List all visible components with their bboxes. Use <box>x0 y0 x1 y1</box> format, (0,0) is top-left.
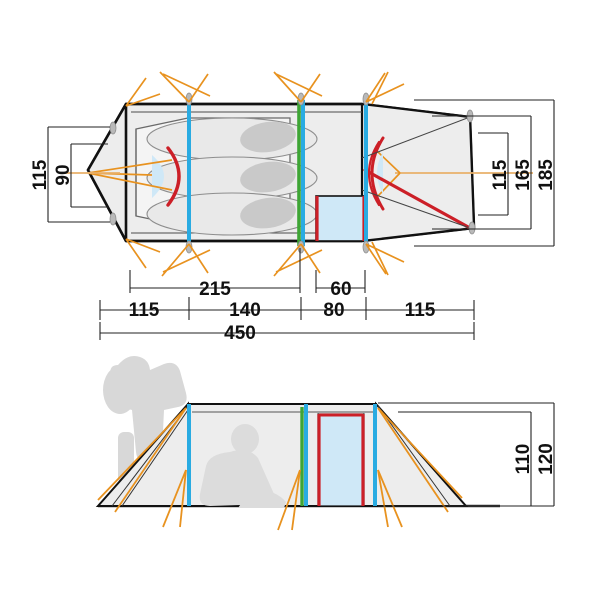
corner-guylines-group <box>125 71 405 277</box>
guyline <box>87 172 173 191</box>
dim-inner-height-label: 110 <box>513 444 534 475</box>
dim-total-label: 450 <box>224 323 256 344</box>
living-area-door <box>315 195 366 242</box>
guyline-pair <box>125 77 161 107</box>
elevation-guylines-group <box>97 407 463 531</box>
dim-row-total-group <box>99 322 475 340</box>
dim-60-label: 60 <box>330 279 351 300</box>
dim-215-label: 215 <box>199 279 231 300</box>
guyline-pair <box>161 243 211 277</box>
elevation-door-panel <box>317 413 365 507</box>
dim-left-inner-label: 90 <box>53 164 74 185</box>
guyline <box>291 469 301 531</box>
guyline-pair <box>159 71 211 103</box>
dim-row-secondary-group <box>129 248 366 293</box>
door-panel <box>315 195 366 242</box>
rear-door-panel <box>377 152 383 194</box>
guyline-pair <box>365 71 405 105</box>
dim-right-outer-label: 185 <box>536 159 557 191</box>
dim-outer-height-label: 120 <box>536 443 557 475</box>
dim-left-outer-label: 115 <box>30 159 51 190</box>
pillow <box>240 197 296 229</box>
pillow <box>240 161 296 193</box>
elevation-view: 110 120 <box>95 356 557 531</box>
dim-chain-4-label: 115 <box>405 300 436 321</box>
dim-chain-3-label: 80 <box>323 300 344 321</box>
guyline <box>114 407 187 513</box>
pillow <box>240 121 296 153</box>
dim-chain-1-label: 115 <box>129 300 160 321</box>
seated-person-silhouette <box>199 424 286 508</box>
elevation-front-fly-fold-2 <box>121 406 191 507</box>
guyline <box>87 159 173 174</box>
guyline <box>97 407 187 501</box>
dim-row-chain-group <box>99 297 475 320</box>
floor-plan-view: 115 90 115 165 185 215 60 <box>30 71 557 344</box>
rear-vestibule-fold <box>361 116 471 159</box>
elevation-door <box>317 413 365 507</box>
guyline-pair <box>273 71 323 103</box>
rear-door-diagonal <box>363 168 472 230</box>
inner-door-arc <box>166 146 181 207</box>
guyline <box>162 469 187 528</box>
rear-vestibule-fold-2 <box>361 189 471 229</box>
guyline <box>377 407 449 513</box>
front-guylines-group <box>60 159 173 191</box>
sleeping-pods-group <box>146 117 318 236</box>
guyline <box>277 469 301 531</box>
dim-left-vertical-group <box>47 126 110 223</box>
dim-right-middle-label: 165 <box>513 159 534 191</box>
dim-elevation-group <box>378 402 555 507</box>
guyline <box>179 469 187 528</box>
dim-right-inner-label: 115 <box>490 159 511 190</box>
guyline-pair <box>273 243 323 277</box>
guyline <box>377 407 463 499</box>
guyline-pair <box>125 238 161 269</box>
guyline <box>377 469 403 528</box>
dim-chain-2-label: 140 <box>229 300 261 321</box>
guyline-pair <box>365 241 405 276</box>
elevation-rear-fly-fold <box>377 405 451 507</box>
guyline <box>377 469 389 528</box>
dim-right-vertical-group <box>414 99 555 247</box>
